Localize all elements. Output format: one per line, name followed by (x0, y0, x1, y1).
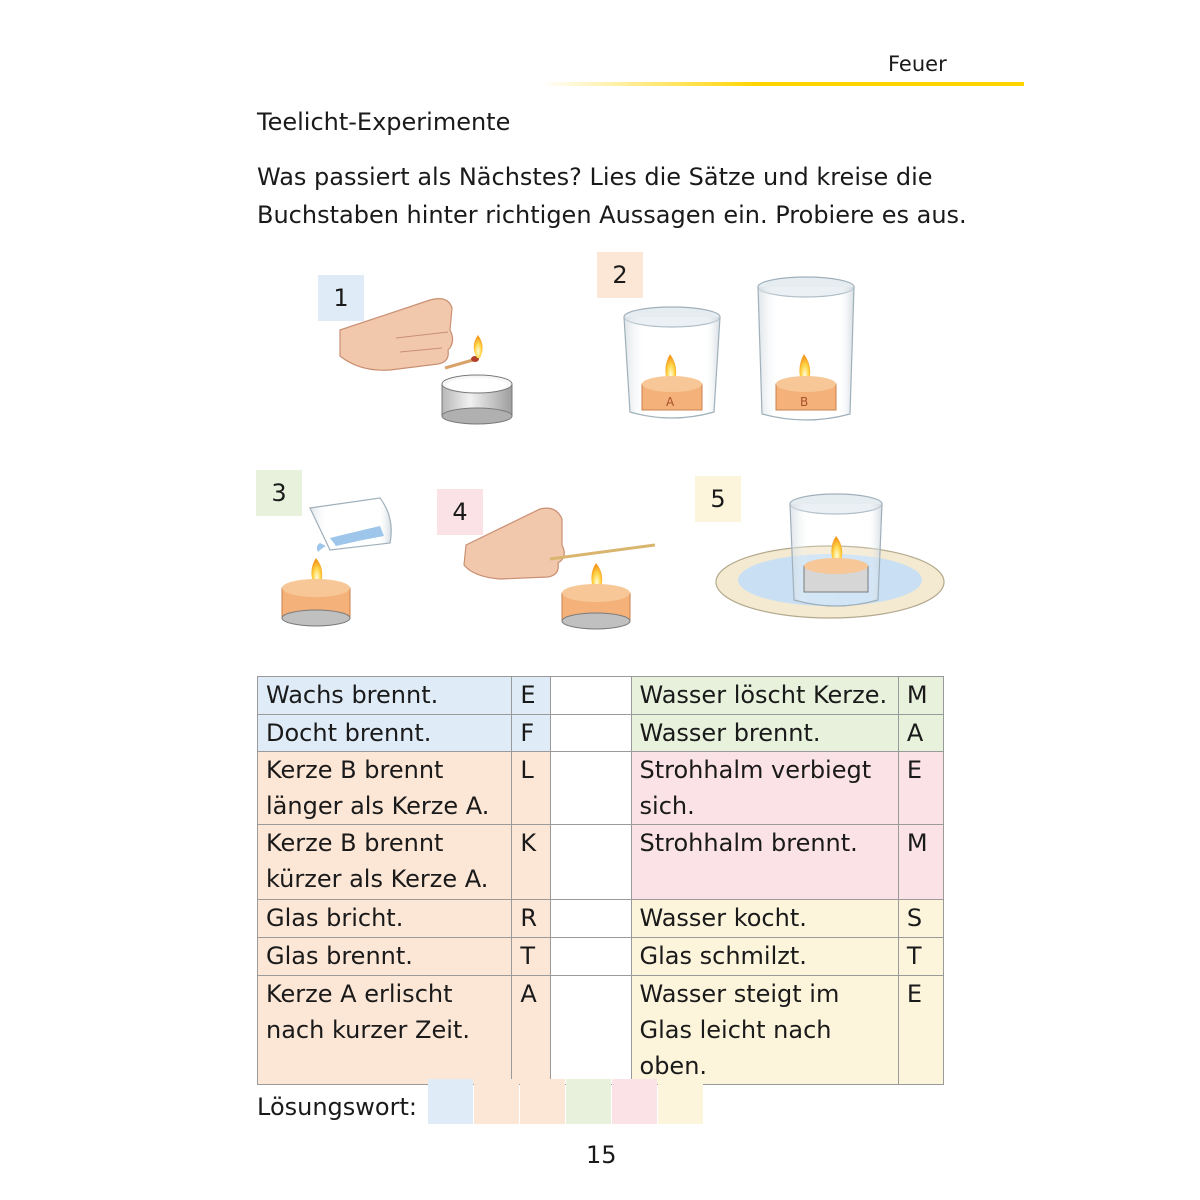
table-row: Kerze B brennt länger als Kerze A.L Stroh… (256, 751, 945, 825)
statement-right: Wasser löscht Kerze. (630, 676, 899, 715)
experiment-2-illustration: A B (623, 276, 855, 421)
solution-letter-box[interactable] (566, 1079, 611, 1124)
table-row: Glas bricht.R Wasser kocht.S (256, 899, 945, 938)
solution-letter-box[interactable] (520, 1079, 565, 1124)
tealight-icon (281, 558, 351, 627)
table-row: Kerze B brennt kürzer als Kerze A.K Stroh… (256, 824, 945, 900)
answer-letter-left[interactable]: L (511, 751, 552, 825)
answer-letter-right[interactable]: T (897, 937, 945, 976)
answer-letter-right[interactable]: S (897, 899, 945, 938)
experiment-number-4: 4 (437, 489, 483, 535)
solution-letter-box[interactable] (612, 1079, 657, 1124)
match-icon (444, 335, 483, 370)
answer-letter-right[interactable]: M (897, 824, 945, 900)
header-rule (540, 82, 1024, 86)
tealight-icon (803, 536, 869, 593)
page-title: Teelicht-Experimente (257, 108, 511, 136)
experiment-5-illustration (715, 493, 945, 619)
experiment-4-illustration (463, 507, 656, 630)
experiment-number-3: 3 (256, 470, 302, 516)
table-spacer (550, 714, 632, 752)
table-spacer (550, 824, 632, 900)
table-spacer (550, 975, 632, 1085)
tealight-icon (561, 563, 631, 630)
statement-right: Wasser steigt im Glas leicht nach oben. (630, 975, 899, 1085)
statement-right: Glas schmilzt. (630, 937, 899, 976)
tealight-icon (441, 374, 513, 425)
statement-right: Strohhalm verbiegt sich. (630, 751, 899, 825)
answer-letter-left[interactable]: K (511, 824, 552, 900)
statement-right: Strohhalm brennt. (630, 824, 899, 900)
answer-letter-left[interactable]: T (511, 937, 552, 976)
statement-left: Kerze B brennt kürzer als Kerze A. (256, 824, 513, 900)
instructions-text: Was passiert als Nächstes? Lies die Sätz… (257, 163, 967, 229)
solution-letter-box[interactable] (658, 1079, 703, 1124)
answer-letter-left[interactable]: A (511, 975, 552, 1085)
table-spacer (550, 676, 632, 715)
statement-left: Glas bricht. (256, 899, 513, 938)
experiment-1-illustration (339, 298, 513, 425)
answer-letter-left[interactable]: F (511, 714, 552, 752)
solution-label: Lösungswort: (257, 1093, 417, 1121)
statement-left: Kerze B brennt länger als Kerze A. (256, 751, 513, 825)
table-row: Wachs brennt.E Wasser löscht Kerze.M (256, 676, 945, 715)
experiment-number-1: 1 (318, 275, 364, 321)
experiment-number-5: 5 (695, 476, 741, 522)
tealight-icon: B (775, 354, 837, 411)
table-spacer (550, 751, 632, 825)
statement-left: Kerze A erlischt nach kurzer Zeit. (256, 975, 513, 1085)
tealight-icon: A (641, 354, 703, 411)
experiment-number-2: 2 (597, 252, 643, 298)
statement-left: Glas brennt. (256, 937, 513, 976)
statement-right: Wasser kocht. (630, 899, 899, 938)
answer-letter-left[interactable]: R (511, 899, 552, 938)
straw-icon (549, 543, 656, 561)
svg-text:B: B (800, 395, 808, 409)
water-icon (316, 526, 384, 552)
answer-letter-right[interactable]: A (897, 714, 945, 752)
statement-right: Wasser brennt. (630, 714, 899, 752)
answer-letter-left[interactable]: E (511, 676, 552, 715)
solution-letter-box[interactable] (428, 1079, 473, 1124)
page-number: 15 (586, 1141, 617, 1169)
experiment-3-illustration (281, 497, 392, 627)
table-row: Docht brennt.F Wasser brennt.A (256, 714, 945, 752)
chapter-title: Feuer (888, 52, 947, 76)
statement-left: Docht brennt. (256, 714, 513, 752)
statement-left: Wachs brennt. (256, 676, 513, 715)
answer-letter-right[interactable]: E (897, 975, 945, 1085)
answer-letter-right[interactable]: M (897, 676, 945, 715)
answer-letter-right[interactable]: E (897, 751, 945, 825)
hand-icon (463, 507, 565, 580)
hand-icon (339, 298, 454, 371)
table-spacer (550, 899, 632, 938)
table-spacer (550, 937, 632, 976)
table-row: Kerze A erlischt nach kurzer Zeit.A Wasse… (256, 975, 945, 1085)
svg-text:A: A (666, 395, 675, 409)
solution-letter-box[interactable] (474, 1079, 519, 1124)
